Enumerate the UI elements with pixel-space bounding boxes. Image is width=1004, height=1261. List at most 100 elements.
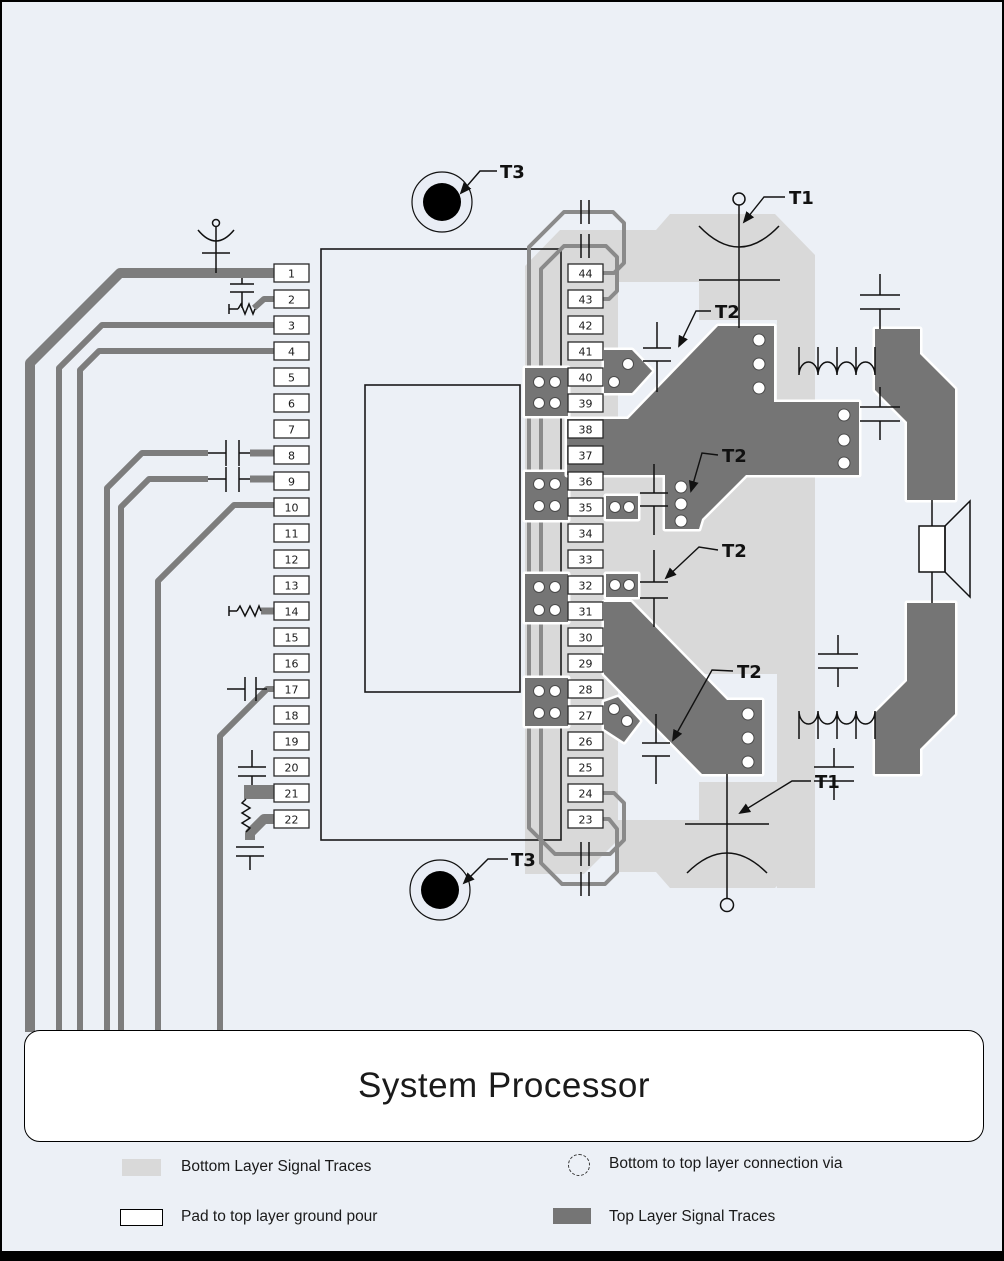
t2-capacitor-3 <box>640 550 668 627</box>
trace-pin10 <box>155 502 297 1032</box>
pin-box <box>273 471 310 491</box>
pin-box <box>273 263 310 283</box>
pin-label: 34 <box>579 528 593 541</box>
resistor-pin21-icon <box>240 798 252 833</box>
t2-label-4: T2 <box>737 662 762 683</box>
antenna-icon <box>197 218 235 273</box>
legend-bottom-layer-label: Bottom Layer Signal Traces <box>181 1158 372 1175</box>
inductor-bottom-icon <box>798 710 876 739</box>
resistor-pin2-icon <box>228 301 256 317</box>
legend-via-label: Bottom to top layer connection via <box>609 1155 843 1172</box>
page-title: System Processor <box>358 1066 650 1105</box>
pin-label: 9 <box>288 476 295 489</box>
pin-box <box>273 523 310 543</box>
pin-label: 7 <box>288 424 295 437</box>
pin-label: 14 <box>285 606 299 619</box>
pin-box <box>567 289 604 309</box>
capacitor-right-lower-mid <box>818 635 858 687</box>
pin-label: 16 <box>285 658 299 671</box>
pin-label: 10 <box>285 502 299 515</box>
pin-label: 13 <box>285 580 299 593</box>
wire-loop-inner <box>539 244 619 886</box>
pin-box <box>567 419 604 439</box>
pin-label: 38 <box>579 424 593 437</box>
t2-capacitor-4 <box>642 714 670 784</box>
pin-box <box>273 549 310 569</box>
trace-pin9-left <box>118 476 208 1032</box>
capacitor-right-bottom <box>814 748 854 800</box>
right-passives <box>640 192 971 913</box>
pin-box <box>273 341 310 361</box>
t3-bottom-label: T3 <box>511 850 536 871</box>
upper-top-layer-route <box>564 323 862 532</box>
pin-box <box>567 367 604 387</box>
pad-pins27-28 <box>522 675 571 729</box>
pin-label: 17 <box>285 684 299 697</box>
pin-box <box>567 757 604 777</box>
pin-box <box>567 445 604 465</box>
pin-label: 32 <box>579 580 593 593</box>
legend-bottom-layer-swatch <box>122 1159 161 1176</box>
t3-bottom-via-dot <box>421 871 459 909</box>
pin-box <box>567 705 604 725</box>
capacitor-right-upper-mid <box>860 387 900 440</box>
pin-box <box>567 731 604 751</box>
trace-pin2 <box>251 296 274 311</box>
upper-right-z-trace <box>872 326 958 503</box>
t2-label-1: T2 <box>715 302 740 323</box>
pin-label: 2 <box>288 294 295 307</box>
loop-capacitors <box>580 200 590 896</box>
pin-box <box>567 549 604 569</box>
pin-box <box>567 575 604 595</box>
pin-label: 35 <box>579 502 593 515</box>
pin-label: 15 <box>285 632 299 645</box>
pin-label: 43 <box>579 294 593 307</box>
pad-pins39-40 <box>522 365 571 419</box>
pin-box <box>273 653 310 673</box>
pin-label: 28 <box>579 684 593 697</box>
pin-label: 25 <box>579 762 593 775</box>
t3-top-via-dot <box>423 183 461 221</box>
t1-bottom-symbol <box>685 774 769 913</box>
pin-label: 24 <box>579 788 593 801</box>
t1-top-symbol <box>698 192 780 328</box>
pin-box <box>273 627 310 647</box>
pin-box <box>273 809 310 829</box>
pin-label: 4 <box>288 346 295 359</box>
pin-box <box>567 783 604 803</box>
ic-outline <box>320 248 562 841</box>
bottom-layer-top-lobe <box>618 214 815 320</box>
t2-leader-3 <box>664 546 719 580</box>
pin-label: 29 <box>579 658 593 671</box>
pin-box <box>273 445 310 465</box>
pin-box <box>273 705 310 725</box>
pin-label: 44 <box>579 268 593 281</box>
pin-label: 30 <box>579 632 593 645</box>
pin-label: 6 <box>288 398 295 411</box>
bottom-layer-bottom-lobe <box>618 782 815 888</box>
legend-pad-ground-label: Pad to top layer ground pour <box>181 1208 378 1225</box>
legend-pad-ground-swatch <box>120 1209 163 1226</box>
pin-box <box>273 419 310 439</box>
pin-box <box>273 393 310 413</box>
t3-vias <box>409 171 473 921</box>
pin-box <box>567 471 604 491</box>
pin-box <box>567 315 604 335</box>
pin-box <box>273 679 310 699</box>
t2-leader-4 <box>672 669 734 742</box>
capacitor-pin17-icon <box>227 677 267 701</box>
pin-label: 42 <box>579 320 593 333</box>
pin-box <box>567 679 604 699</box>
legend-via-icon <box>568 1154 590 1176</box>
pin-box <box>273 289 310 309</box>
pin-label: 12 <box>285 554 299 567</box>
layer-connection-vias <box>533 333 851 769</box>
lower-top-layer-route <box>601 599 765 777</box>
wire-loop-outer <box>527 210 626 856</box>
pin-box <box>273 497 310 517</box>
speaker-icon <box>918 499 971 603</box>
inductor-top-icon <box>798 347 876 376</box>
trace-pin1 <box>25 268 274 1032</box>
